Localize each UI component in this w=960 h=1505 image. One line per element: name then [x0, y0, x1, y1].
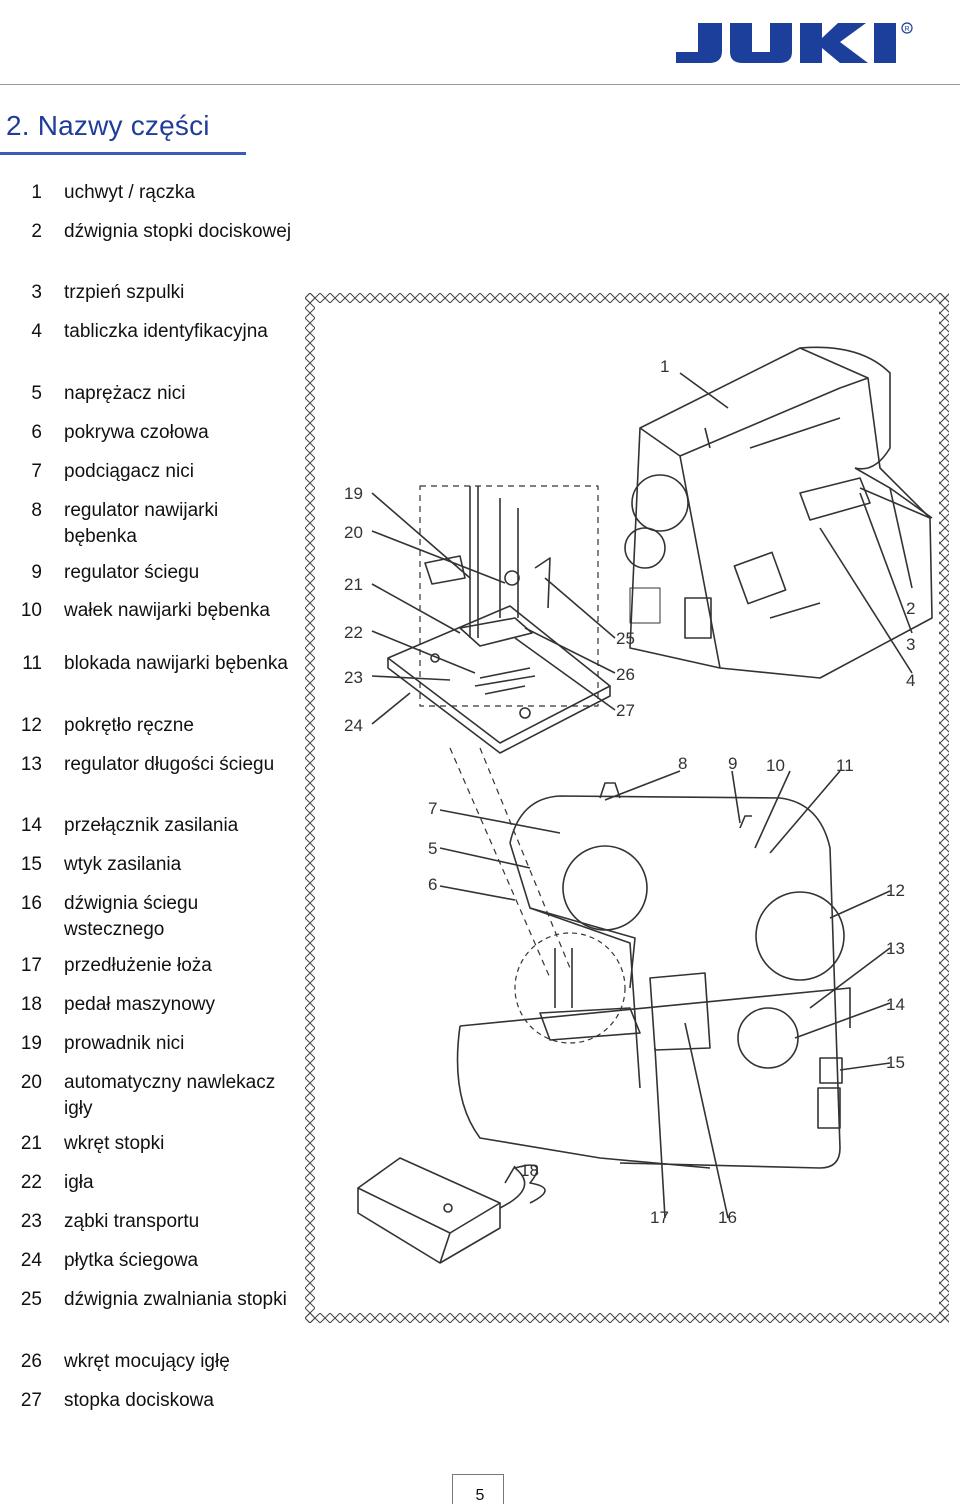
part-name: igła	[64, 1172, 94, 1193]
part-number: 19	[20, 1033, 42, 1054]
callout-labels: 1 2 3 4 19 20 21 22 23 24 25 26 27 8 9 1…	[344, 357, 915, 1227]
part-number: 25	[20, 1289, 42, 1310]
part-number: 21	[20, 1133, 42, 1154]
part-number: 23	[20, 1211, 42, 1232]
callout-label: 5	[428, 839, 437, 858]
callout-label: 18	[520, 1161, 539, 1180]
callout-label: 20	[344, 523, 363, 542]
callout-label: 22	[344, 623, 363, 642]
part-number: 12	[20, 715, 42, 736]
callout-label: 23	[344, 668, 363, 687]
callout-label: 27	[616, 701, 635, 720]
part-name: dźwignia ściegu wstecznego	[64, 893, 199, 940]
part-name: tabliczka identyfikacyjna	[64, 321, 268, 342]
part-number: 24	[20, 1250, 42, 1271]
page-number: 5	[475, 1487, 485, 1504]
foot-pedal	[357, 1157, 546, 1264]
part-name: pokrywa czołowa	[64, 422, 209, 443]
callout-label: 13	[886, 939, 905, 958]
part-number: 4	[31, 321, 42, 342]
callout-label: 21	[344, 575, 363, 594]
title-underline	[0, 152, 246, 155]
part-name: blokada nawijarki bębenka	[64, 653, 288, 674]
part-name: wkręt stopki	[64, 1133, 165, 1154]
presser-foot-closeup	[387, 486, 611, 754]
callout-label: 15	[886, 1053, 905, 1072]
callout-label: 9	[728, 754, 737, 773]
callout-label: 7	[428, 799, 437, 818]
part-number: 11	[22, 653, 42, 674]
part-number: 22	[20, 1172, 42, 1193]
parts-list: 1 uchwyt / rączka 2 dźwignia stopki docisk…	[0, 0, 300, 1450]
part-name: płytka ściegowa	[64, 1250, 199, 1271]
callout-label: 4	[906, 671, 915, 690]
part-name: pokrętło ręczne	[64, 715, 194, 736]
part-number: 14	[20, 815, 42, 836]
section-title: 2. Nazwy części	[6, 110, 210, 141]
sewing-machine-diagram: 1 2 3 4 19 20 21 22 23 24 25 26 27 8 9 1…	[305, 293, 949, 1323]
part-number: 6	[31, 422, 42, 443]
callout-label: 10	[766, 756, 785, 775]
callout-label: 8	[678, 754, 687, 773]
part-number: 3	[31, 282, 42, 303]
callout-label: 14	[886, 995, 905, 1014]
part-name: wtyk zasilania	[64, 854, 182, 875]
part-number: 13	[20, 754, 42, 775]
part-number: 16	[20, 893, 42, 914]
part-number: 17	[20, 955, 42, 976]
callout-label: 19	[344, 484, 363, 503]
part-name: ząbki transportu	[64, 1211, 200, 1232]
callout-label: 11	[836, 756, 854, 775]
callout-label: 25	[616, 629, 635, 648]
part-number: 10	[20, 600, 42, 621]
callout-label: 17	[650, 1208, 669, 1227]
callout-label: 24	[344, 716, 363, 735]
svg-text:R: R	[904, 26, 909, 33]
part-number: 8	[31, 500, 42, 521]
part-name: przełącznik zasilania	[64, 815, 239, 836]
part-number: 5	[31, 383, 42, 404]
part-name: stopka dociskowa	[64, 1390, 214, 1411]
part-number: 18	[20, 994, 42, 1015]
part-name: regulator długości ściegu	[64, 754, 275, 775]
closeup-box	[419, 485, 599, 707]
part-number: 2	[31, 221, 42, 242]
callout-label: 16	[718, 1208, 737, 1227]
part-number: 1	[31, 182, 42, 203]
part-name: dźwignia stopki dociskowej	[64, 221, 292, 242]
part-name: regulator ściegu	[64, 562, 200, 583]
callout-label: 3	[906, 635, 915, 654]
part-number: 27	[20, 1390, 42, 1411]
juki-logo: R	[676, 22, 913, 63]
part-name: wałek nawijarki bębenka	[64, 600, 270, 621]
callout-label: 26	[616, 665, 635, 684]
part-name: prowadnik nici	[64, 1033, 185, 1054]
part-number: 20	[20, 1072, 42, 1093]
part-name: podciągacz nici	[64, 461, 194, 482]
part-name: pedał maszynowy	[64, 994, 216, 1015]
part-name: wkręt mocujący igłę	[64, 1351, 230, 1372]
part-number: 9	[31, 562, 42, 583]
callout-label: 1	[660, 357, 669, 376]
part-name: naprężacz nici	[64, 383, 186, 404]
callout-label: 12	[886, 881, 905, 900]
machine-rear-view	[624, 346, 933, 679]
part-name: przedłużenie łoża	[64, 955, 212, 976]
part-name: automatyczny nawlekacz igły	[64, 1072, 276, 1119]
part-name: regulator nawijarki bębenka	[64, 500, 219, 547]
part-number: 7	[31, 461, 42, 482]
header-rule	[0, 84, 960, 85]
callout-label: 6	[428, 875, 437, 894]
part-number: 15	[20, 854, 42, 875]
footer-box	[452, 1474, 504, 1504]
callout-label: 2	[906, 599, 915, 618]
decorative-frame	[305, 293, 949, 1323]
machine-front-view	[456, 782, 851, 1169]
part-name: dźwignia zwalniania stopki	[64, 1289, 287, 1310]
part-name: uchwyt / rączka	[64, 182, 195, 203]
part-number: 26	[20, 1351, 42, 1372]
part-name: trzpień szpulki	[64, 282, 185, 303]
